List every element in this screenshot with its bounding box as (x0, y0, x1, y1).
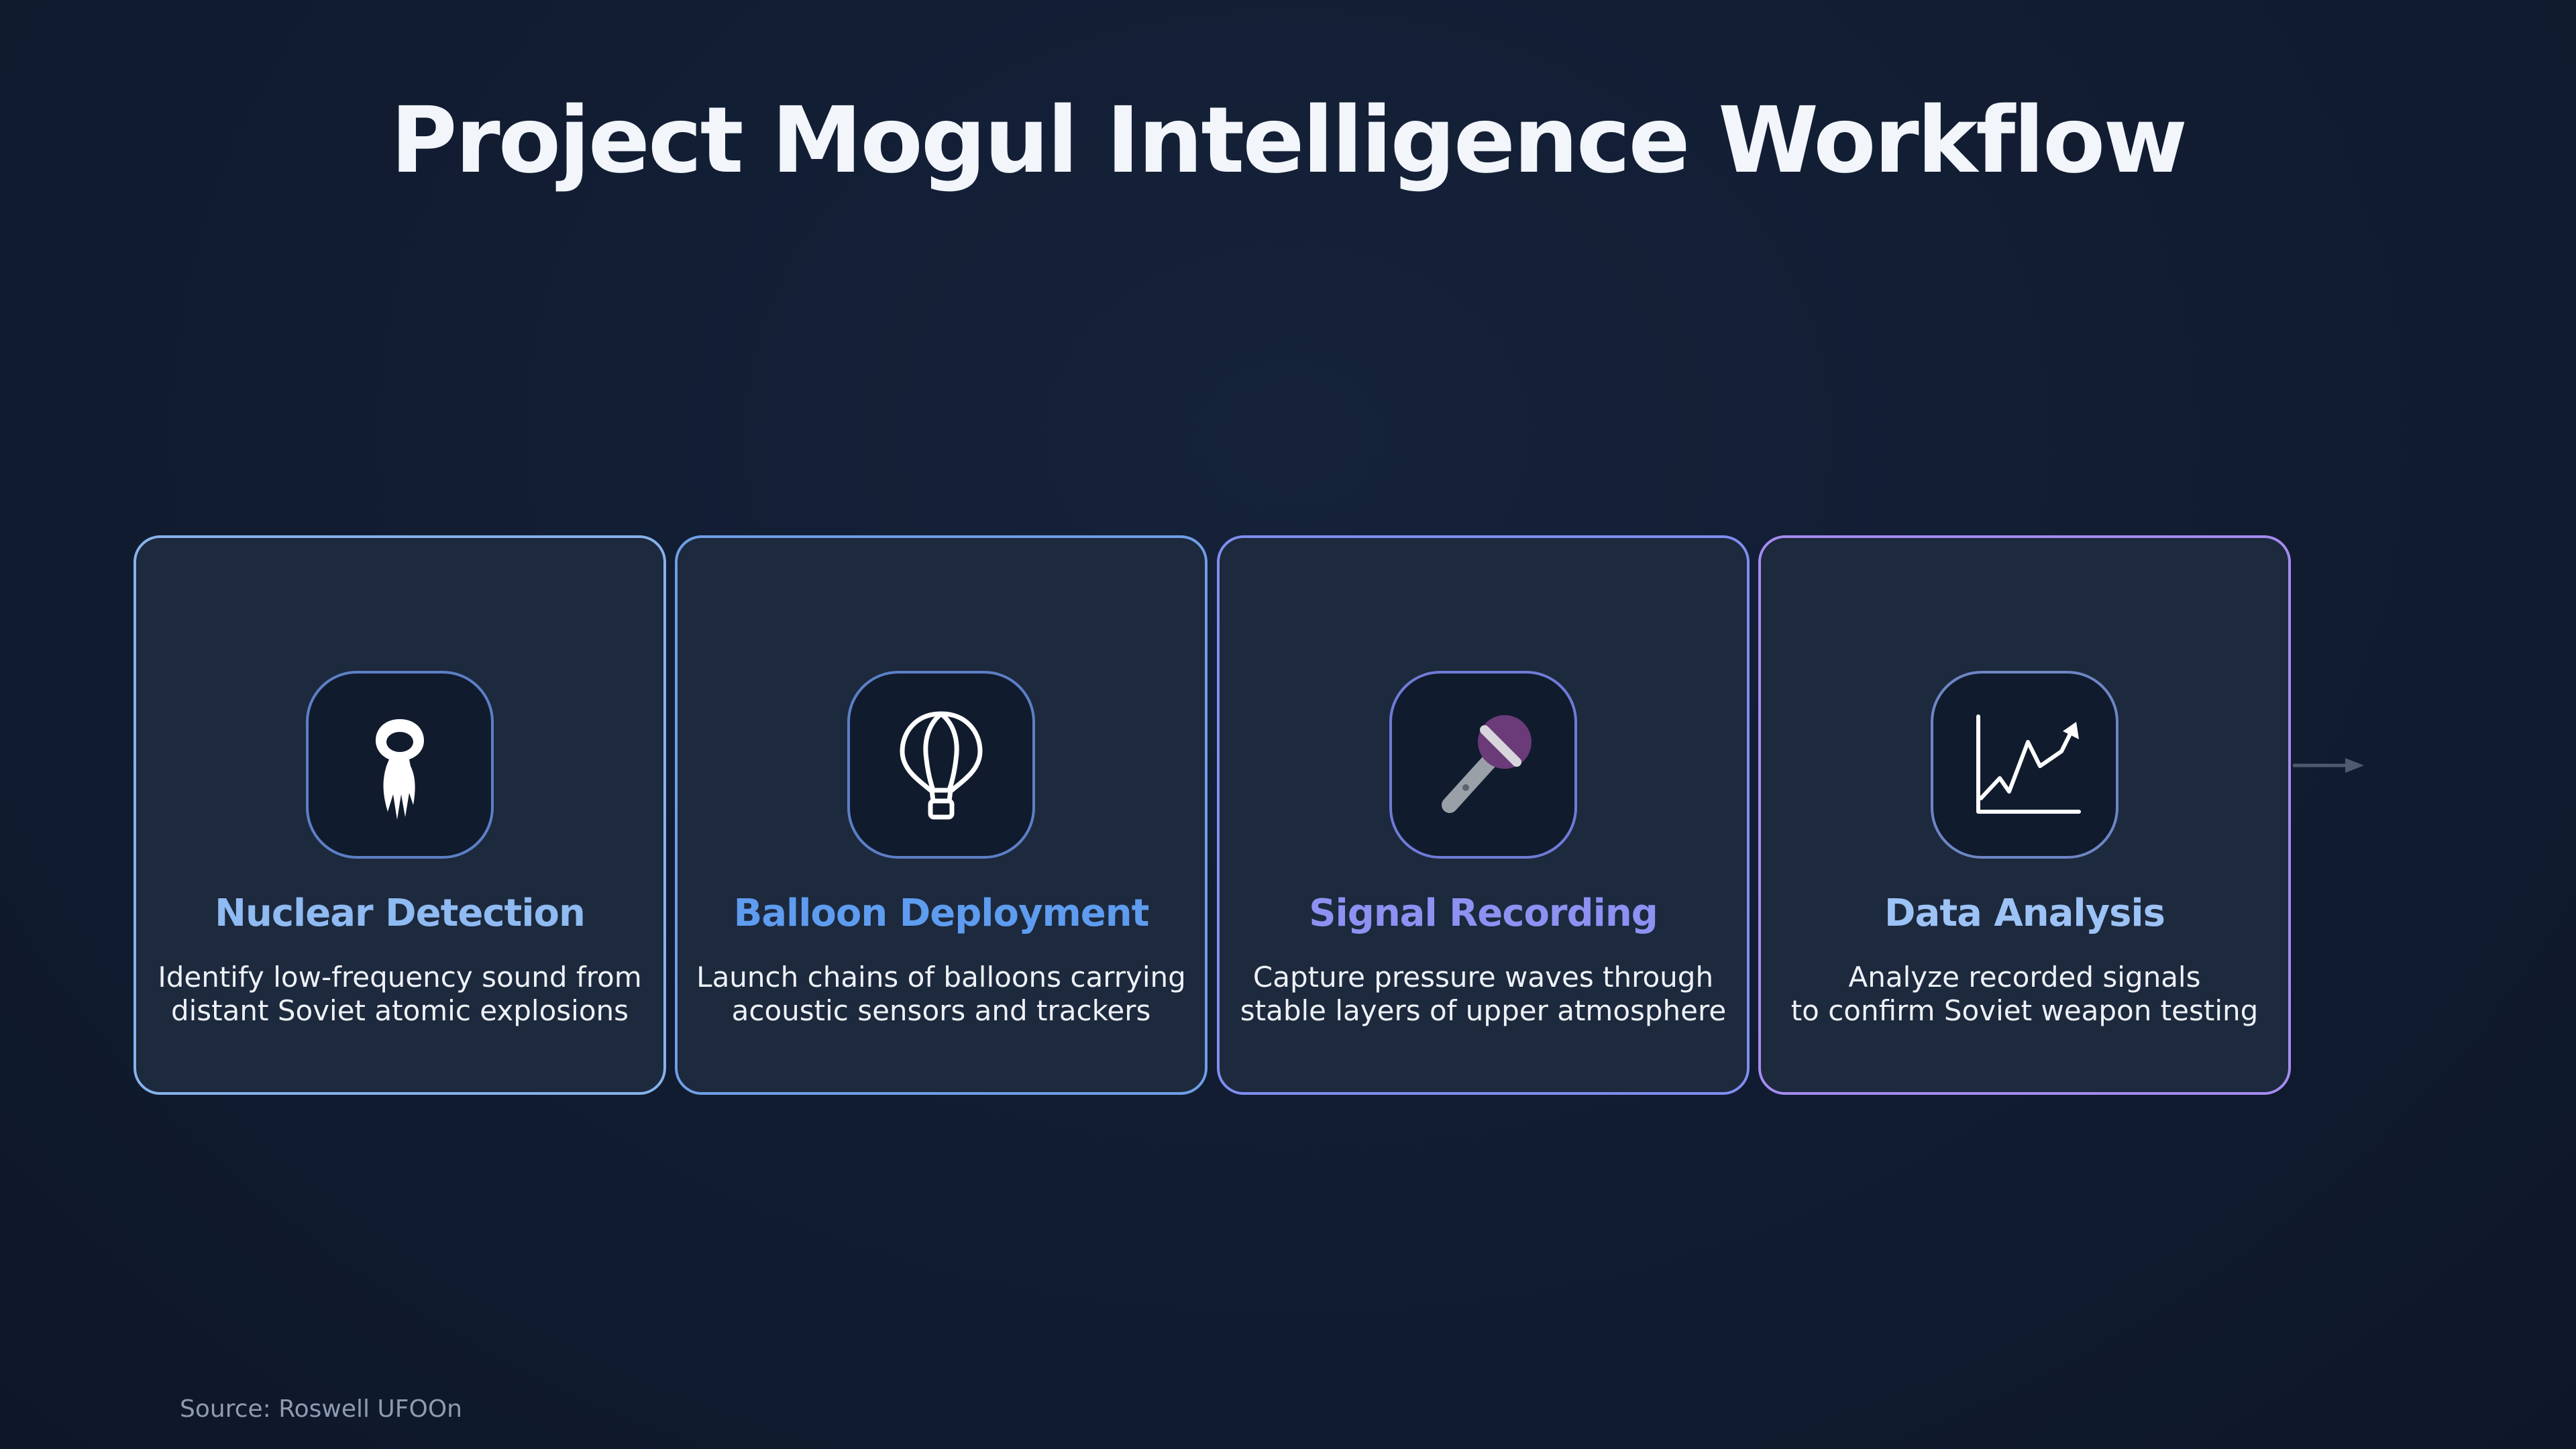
step-icon-box (1931, 671, 2118, 859)
step-title: Data Analysis (1884, 892, 2165, 935)
step-description: Launch chains of balloons carrying acous… (691, 961, 1191, 1028)
balloon-icon (900, 711, 983, 820)
step-description-line: distant Soviet atomic explosions (170, 994, 629, 1027)
step-title: Nuclear Detection (215, 892, 586, 935)
flow-arrow-out (2293, 758, 2364, 773)
microphone-icon (1442, 715, 1532, 813)
step-description: Identify low-frequency sound from distan… (150, 961, 650, 1028)
step-description-line: acoustic sensors and trackers (731, 994, 1151, 1027)
step-description-line: Analyze recorded signals (1848, 961, 2201, 994)
step-icon-box (1389, 671, 1577, 859)
step-title: Signal Recording (1309, 892, 1658, 935)
step-description: Capture pressure waves through stable la… (1233, 961, 1733, 1028)
step-icon-box (847, 671, 1035, 859)
step-card-signal-recording: Signal Recording Capture pressure waves … (1217, 535, 1750, 1095)
step-description-line: to confirm Soviet weapon testing (1790, 994, 2259, 1027)
step-description-line: Launch chains of balloons carrying (696, 961, 1186, 994)
step-card-nuclear-detection: Nuclear Detection Identify low-frequency… (133, 535, 666, 1095)
step-title: Balloon Deployment (733, 892, 1150, 935)
step-description-line: stable layers of upper atmosphere (1240, 994, 1727, 1027)
step-description-line: Identify low-frequency sound from (158, 961, 642, 994)
nuclear-blast-icon (376, 719, 424, 820)
source-note: Source: Roswell UFOOn (180, 1395, 462, 1423)
step-description: Analyze recorded signals to confirm Sovi… (1774, 961, 2275, 1028)
step-icon-box (306, 671, 494, 859)
step-description-line: Capture pressure waves through (1252, 961, 1714, 994)
step-card-data-analysis: Data Analysis Analyze recorded signals t… (1758, 535, 2291, 1095)
step-card-balloon-deployment: Balloon Deployment Launch chains of ball… (675, 535, 1208, 1095)
page-title: Project Mogul Intelligence Workflow (390, 88, 2188, 194)
line-chart-icon (1976, 714, 2081, 814)
